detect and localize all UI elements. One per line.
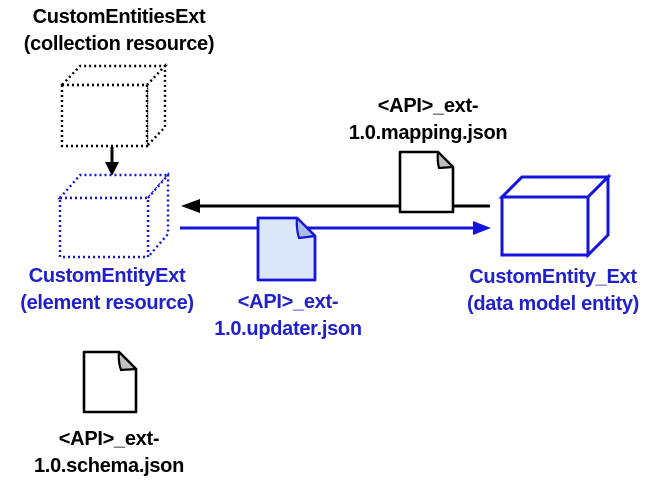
mapping-json-doc-icon — [398, 150, 455, 214]
collection-resource-cube — [59, 62, 168, 150]
mapping-json-label: <API>_ext- 1.0.mapping.json — [329, 93, 527, 147]
schema-json-label-line1: <API>_ext- — [58, 428, 160, 450]
schema-json-doc-icon — [82, 350, 138, 414]
collection-resource-label: CustomEntitiesExt (collection resource) — [5, 4, 233, 58]
schema-json-label: <API>_ext- 1.0.schema.json — [7, 426, 211, 480]
element-resource-type: (element resource) — [20, 292, 194, 314]
element-resource-cube — [57, 171, 171, 261]
element-resource-label: CustomEntityExt (element resource) — [2, 263, 212, 317]
updater-json-label-line2: 1.0.updater.json — [214, 318, 362, 340]
collection-resource-name: CustomEntitiesExt — [32, 6, 206, 28]
data-model-entity-label: CustomEntity_Ext (data model entity) — [453, 264, 653, 318]
updater-json-label-line1: <API>_ext- — [237, 291, 339, 313]
data-model-entity-cube — [498, 173, 612, 259]
arrow-collection-to-element — [105, 147, 119, 176]
mapping-json-label-line1: <API>_ext- — [377, 95, 479, 117]
arrow-updater-right — [180, 221, 491, 235]
updater-json-label: <API>_ext- 1.0.updater.json — [200, 289, 376, 343]
schema-json-label-line2: 1.0.schema.json — [33, 455, 185, 477]
data-model-entity-type: (data model entity) — [466, 293, 640, 315]
data-model-entity-name: CustomEntity_Ext — [469, 266, 637, 288]
element-resource-name: CustomEntityExt — [28, 265, 186, 287]
updater-json-doc-icon — [256, 216, 317, 282]
mapping-json-label-line2: 1.0.mapping.json — [348, 122, 508, 144]
collection-resource-type: (collection resource) — [23, 33, 215, 55]
